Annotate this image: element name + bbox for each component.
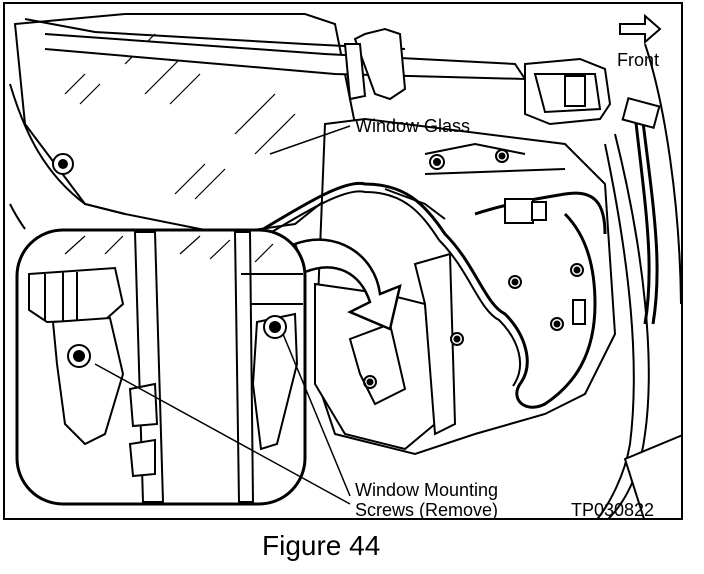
front-arrow-icon xyxy=(619,13,662,45)
pointer-arrow xyxy=(293,238,402,331)
door-left-edge xyxy=(9,83,126,215)
mounting-screws-label-line1: Window Mounting xyxy=(355,480,499,500)
small-connector xyxy=(572,299,586,325)
wire-harness-center xyxy=(254,181,597,409)
inset-bracket-right xyxy=(251,312,299,451)
reference-code: TP030822 xyxy=(571,500,655,520)
detail-inset xyxy=(15,228,307,506)
leader-lines xyxy=(94,125,351,505)
figure-caption: Figure 44 xyxy=(262,530,381,561)
right-connector xyxy=(621,97,661,129)
center-connector xyxy=(504,198,534,224)
top-clip xyxy=(353,27,407,101)
top-connector xyxy=(524,57,612,126)
upper-rail xyxy=(44,33,527,81)
door-pillar xyxy=(607,133,650,518)
regulator-bolt xyxy=(363,375,377,389)
diagram-frame: Front Window Glass Window Mounting Screw… xyxy=(3,2,683,520)
door-interior-illustration xyxy=(9,13,681,518)
window-glass-label: Window Glass xyxy=(355,116,471,136)
wire-harness-right xyxy=(633,113,651,325)
front-label: Front xyxy=(617,50,660,70)
mounting-screws-label-line2: Screws (Remove) xyxy=(355,500,499,520)
